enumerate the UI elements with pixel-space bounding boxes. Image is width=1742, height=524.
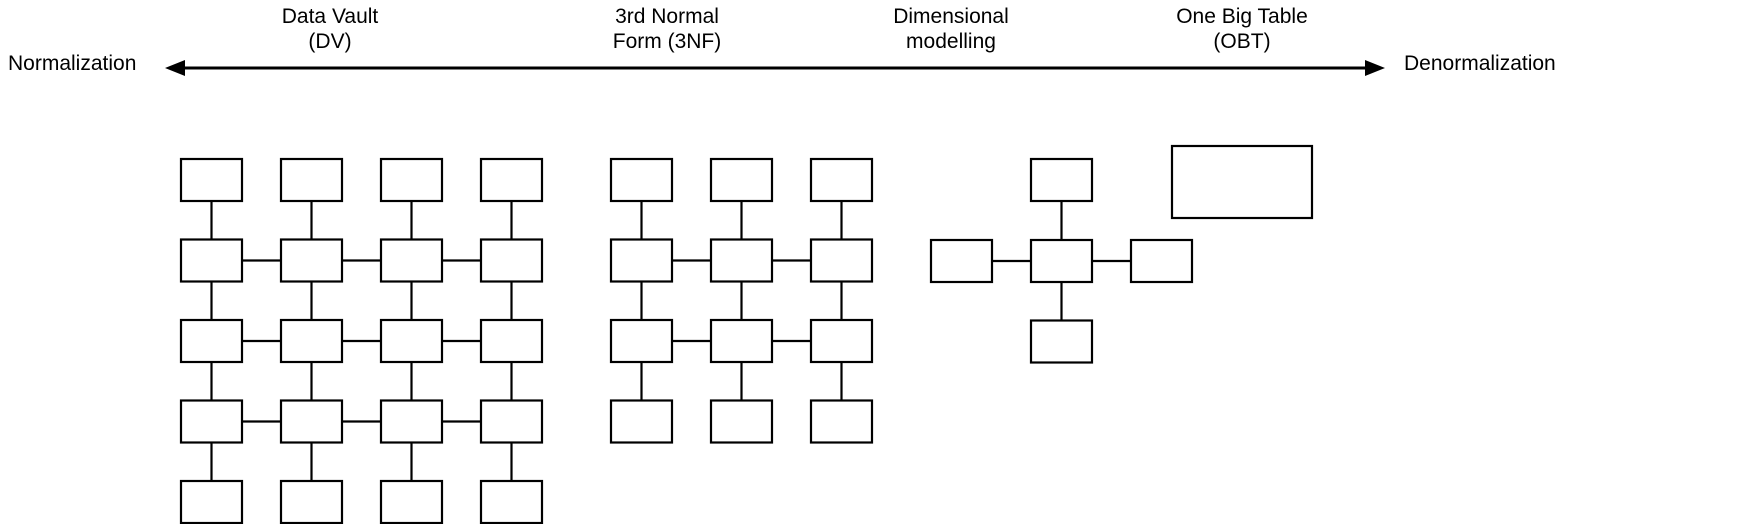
data-vault-node[interactable] (479, 479, 544, 524)
stage-label-one-big-table: One Big Table (OBT) (1122, 4, 1362, 54)
stage-label-line-2: (OBT) (1213, 30, 1271, 53)
data-vault-node[interactable] (379, 238, 444, 283)
data-vault-node[interactable] (379, 157, 444, 203)
third-normal-form-node[interactable] (809, 399, 874, 444)
stage-label-line-1: 3rd Normal (615, 5, 719, 28)
data-vault-node[interactable] (479, 399, 544, 444)
data-vault-node[interactable] (279, 479, 344, 524)
data-vault-node[interactable] (379, 318, 444, 364)
data-vault-node[interactable] (179, 479, 244, 524)
dimensional-dimension-right-node[interactable] (1129, 238, 1194, 284)
arrow-head-left-icon (165, 60, 185, 76)
dimensional-dimension-left-node[interactable] (929, 238, 994, 284)
data-vault-node[interactable] (379, 399, 444, 444)
third-normal-form-node[interactable] (709, 318, 774, 364)
stage-label-data-vault: Data Vault (DV) (210, 4, 450, 54)
data-vault-node[interactable] (479, 238, 544, 283)
stage-label-dimensional-modelling: Dimensional modelling (831, 4, 1071, 54)
data-vault-node[interactable] (179, 157, 244, 203)
third-normal-form-node[interactable] (709, 157, 774, 203)
third-normal-form-node[interactable] (709, 238, 774, 283)
data-vault-node[interactable] (279, 318, 344, 364)
stage-label-line-2: (DV) (308, 30, 352, 53)
dimensional-dimension-top-node[interactable] (1029, 157, 1094, 203)
dimensional-dimension-bottom-node[interactable] (1029, 319, 1094, 364)
data-vault-node[interactable] (279, 238, 344, 283)
data-vault-node[interactable] (379, 479, 444, 524)
third-normal-form-node[interactable] (809, 238, 874, 283)
dimensional-fact-table-node[interactable] (1029, 238, 1094, 284)
stage-label-third-normal-form: 3rd Normal Form (3NF) (547, 4, 787, 54)
data-vault-node[interactable] (179, 318, 244, 364)
third-normal-form-node[interactable] (709, 399, 774, 444)
third-normal-form-node[interactable] (609, 318, 674, 364)
third-normal-form-node[interactable] (809, 157, 874, 203)
one-big-table-node[interactable] (1170, 144, 1314, 220)
axis-label-normalization: Normalization (8, 52, 137, 75)
stage-label-line-1: One Big Table (1176, 5, 1308, 28)
stage-label-line-1: Dimensional (893, 5, 1009, 28)
data-vault-node[interactable] (479, 318, 544, 364)
third-normal-form-node[interactable] (609, 399, 674, 444)
data-vault-node[interactable] (179, 399, 244, 444)
stage-label-line-2: Form (3NF) (612, 30, 722, 53)
data-vault-node[interactable] (479, 157, 544, 203)
stage-label-line-1: Data Vault (281, 5, 379, 28)
data-vault-node[interactable] (279, 157, 344, 203)
third-normal-form-node[interactable] (809, 318, 874, 364)
data-vault-node[interactable] (179, 238, 244, 283)
data-vault-node[interactable] (279, 399, 344, 444)
axis-label-denormalization: Denormalization (1404, 52, 1556, 75)
arrow-head-right-icon (1365, 60, 1385, 76)
third-normal-form-node[interactable] (609, 238, 674, 283)
stage-label-line-2: modelling (906, 30, 996, 53)
third-normal-form-node[interactable] (609, 157, 674, 203)
